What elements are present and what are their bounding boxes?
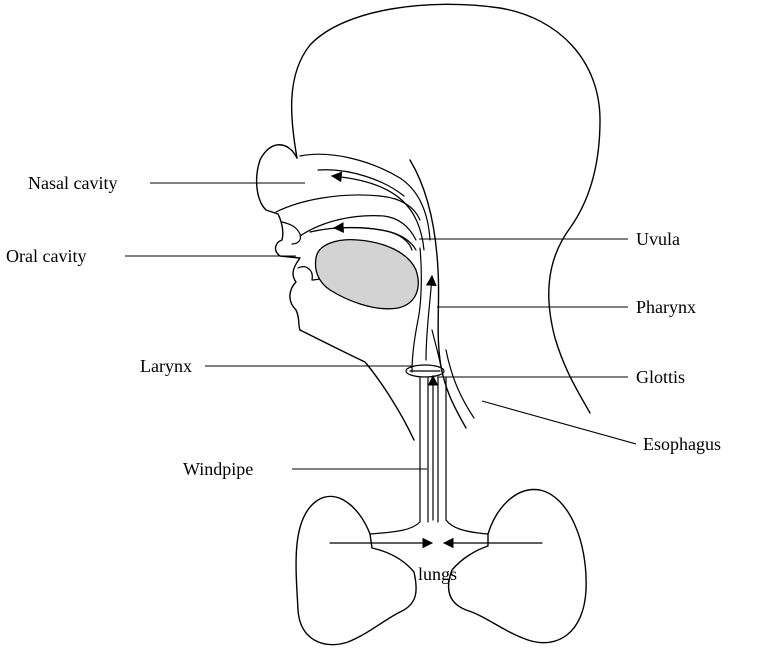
windpipe-left [370,378,420,534]
nasal-cavity-top [300,154,430,240]
nasal-cavity-wall [276,195,420,220]
esophagus-leader [482,401,636,444]
label-esophagus: Esophagus [643,434,721,454]
left-lung [296,496,416,644]
tongue [316,240,419,309]
label-windpipe: Windpipe [183,459,253,479]
label-larynx: Larynx [140,356,192,376]
face-profile [257,145,300,330]
label-uvula: Uvula [636,229,680,249]
label-pharynx: Pharynx [636,297,696,317]
label-oral-cavity: Oral cavity [6,246,86,266]
esophagus-tube [446,350,474,418]
upper-teeth [282,222,301,244]
neck-front [300,330,414,440]
airflow-arrow-pharynx [426,276,432,360]
label-lungs: lungs [418,564,457,584]
label-nasal-cavity: Nasal cavity [28,173,117,193]
right-lung [449,490,587,643]
label-glottis: Glottis [636,367,685,387]
